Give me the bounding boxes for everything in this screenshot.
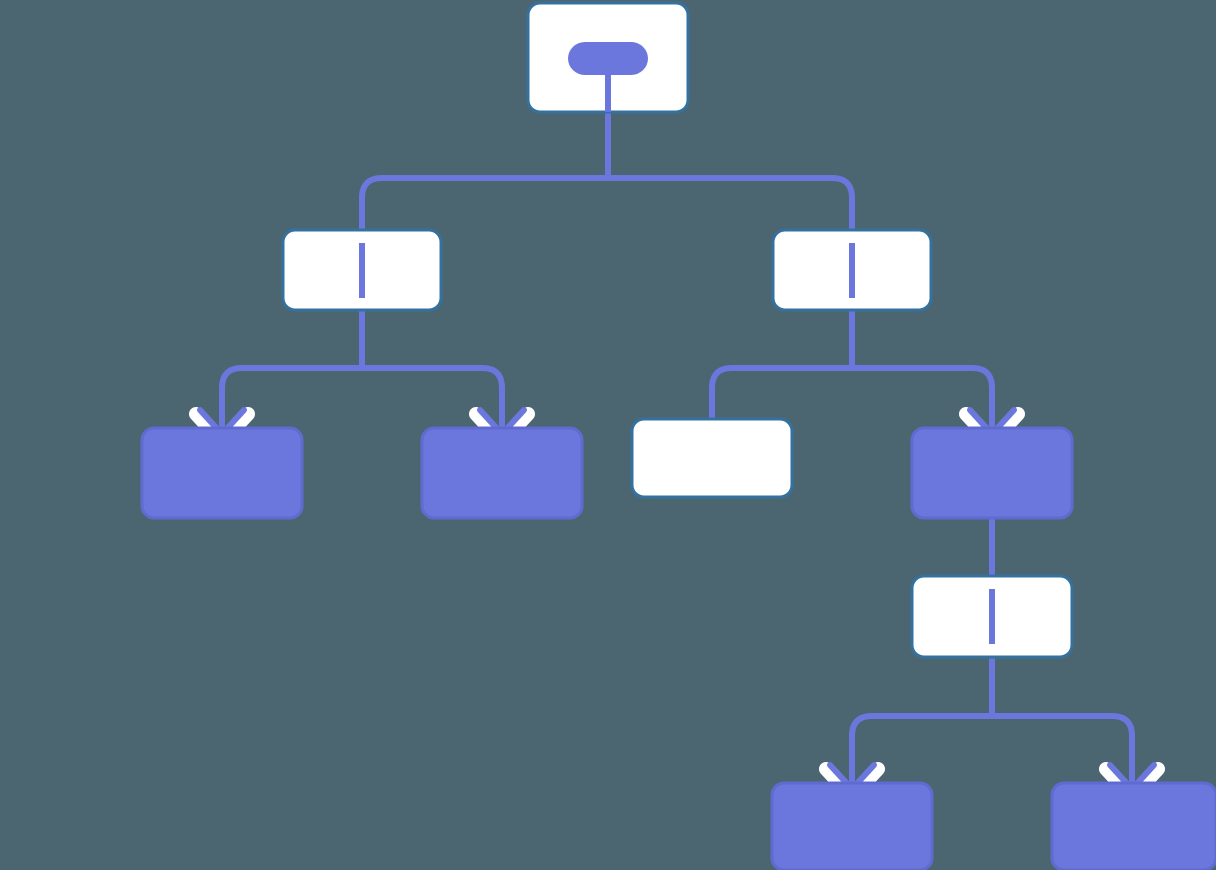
connector-layer bbox=[219, 75, 1135, 791]
node-l3-a-box[interactable] bbox=[140, 426, 304, 520]
node-l4-a-line bbox=[989, 589, 995, 644]
edge-bus1-right bbox=[608, 175, 855, 230]
node-l3-c-box[interactable] bbox=[630, 417, 794, 499]
node-l5-a-box[interactable] bbox=[770, 781, 934, 870]
edge-l4a-to-l5a bbox=[849, 713, 992, 791]
node-l3-c[interactable] bbox=[630, 417, 794, 499]
node-root-pill bbox=[568, 42, 648, 75]
edge-l2left-to-l3b bbox=[362, 365, 505, 436]
edge-l2right-to-l3c bbox=[709, 365, 852, 421]
node-l5-a[interactable] bbox=[770, 781, 934, 870]
node-root-stem bbox=[605, 72, 611, 112]
node-l4-a[interactable] bbox=[910, 574, 1074, 659]
node-l3-b-box[interactable] bbox=[420, 426, 584, 520]
edge-bus1-left bbox=[359, 175, 608, 230]
node-l3-d-box[interactable] bbox=[910, 426, 1074, 520]
node-l2-left-line bbox=[359, 243, 365, 298]
node-l2-right-line bbox=[849, 243, 855, 298]
node-l3-d[interactable] bbox=[910, 426, 1074, 520]
node-l5-b-box[interactable] bbox=[1050, 781, 1216, 870]
node-l3-b[interactable] bbox=[420, 426, 584, 520]
node-root[interactable] bbox=[526, 1, 690, 114]
edge-l4a-to-l5b bbox=[992, 713, 1135, 791]
node-l2-left[interactable] bbox=[281, 228, 443, 312]
node-l2-right[interactable] bbox=[771, 228, 933, 312]
edge-l2right-to-l3d bbox=[852, 365, 995, 436]
edge-l2left-to-l3a bbox=[219, 365, 362, 436]
node-l5-b[interactable] bbox=[1050, 781, 1216, 870]
node-l3-a[interactable] bbox=[140, 426, 304, 520]
